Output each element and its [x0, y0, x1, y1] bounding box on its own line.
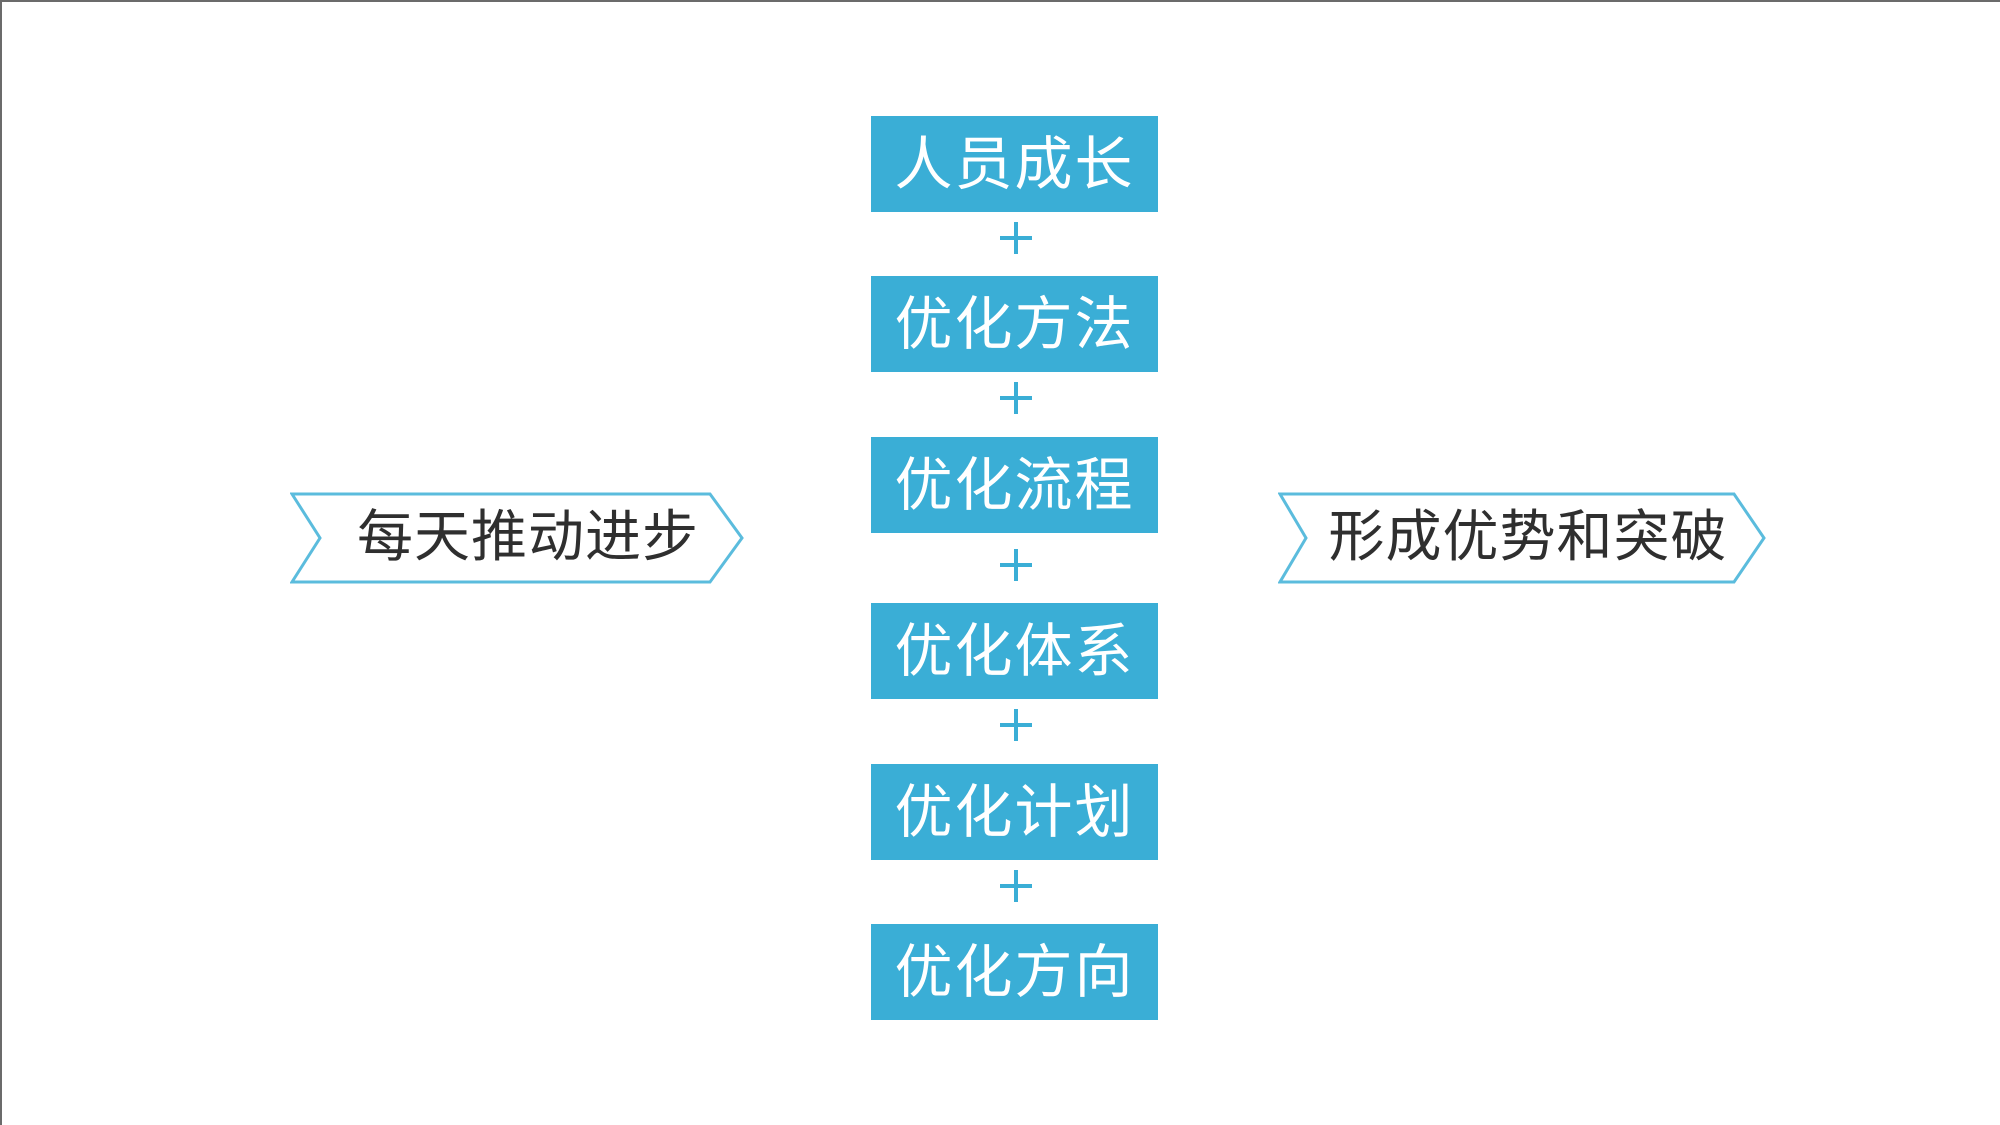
right-chevron-shape	[1278, 492, 1766, 584]
left-chevron-label: 每天推动进步	[357, 505, 699, 570]
stack-box-personnel-growth: 人员成长	[871, 116, 1158, 212]
plus-icon	[996, 866, 1036, 906]
stack-box-optimize-system: 优化体系	[871, 603, 1158, 699]
left-chevron-shape	[290, 492, 744, 584]
plus-icon	[996, 705, 1036, 745]
right-chevron-label: 形成优势和突破	[1328, 505, 1728, 570]
stack-box-optimize-process: 优化流程	[871, 437, 1158, 533]
left-chevron: 每天推动进步	[290, 492, 746, 584]
stack-box-optimize-method: 优化方法	[871, 276, 1158, 372]
plus-icon	[996, 218, 1036, 258]
stack-box-optimize-direction: 优化方向	[871, 924, 1158, 1020]
plus-icon	[996, 545, 1036, 585]
plus-icon	[996, 378, 1036, 418]
stack-box-optimize-plan: 优化计划	[871, 764, 1158, 860]
right-chevron: 形成优势和突破	[1278, 492, 1768, 584]
